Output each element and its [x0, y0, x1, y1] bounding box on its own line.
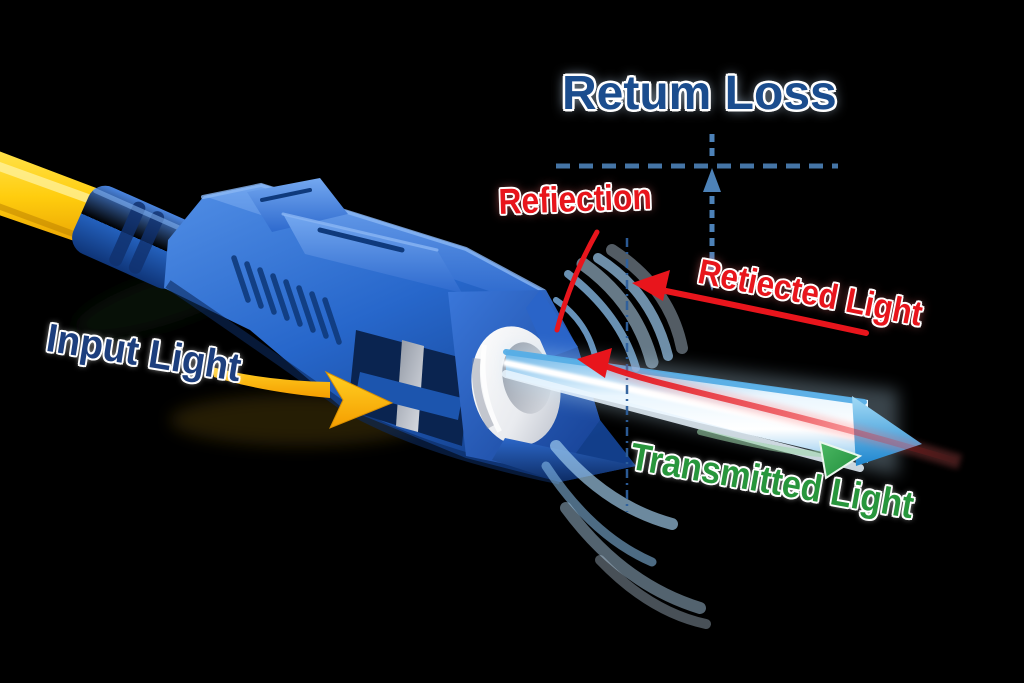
reflection-pointer-line	[554, 229, 600, 333]
transmitted-light-arrow	[697, 429, 863, 480]
title-return-loss: Retum Loss	[562, 67, 837, 120]
body-cutout	[348, 330, 470, 446]
reflected-beam-arrow	[577, 348, 963, 470]
reflected-light-arrow	[632, 270, 869, 336]
input-light-arrow	[212, 367, 394, 429]
return-loss-range-arrow	[703, 134, 721, 291]
body-ribs	[231, 255, 342, 345]
connector-latch	[247, 178, 462, 293]
front-corner-wedge	[526, 290, 578, 358]
label-reflection: Refiection	[497, 175, 653, 222]
